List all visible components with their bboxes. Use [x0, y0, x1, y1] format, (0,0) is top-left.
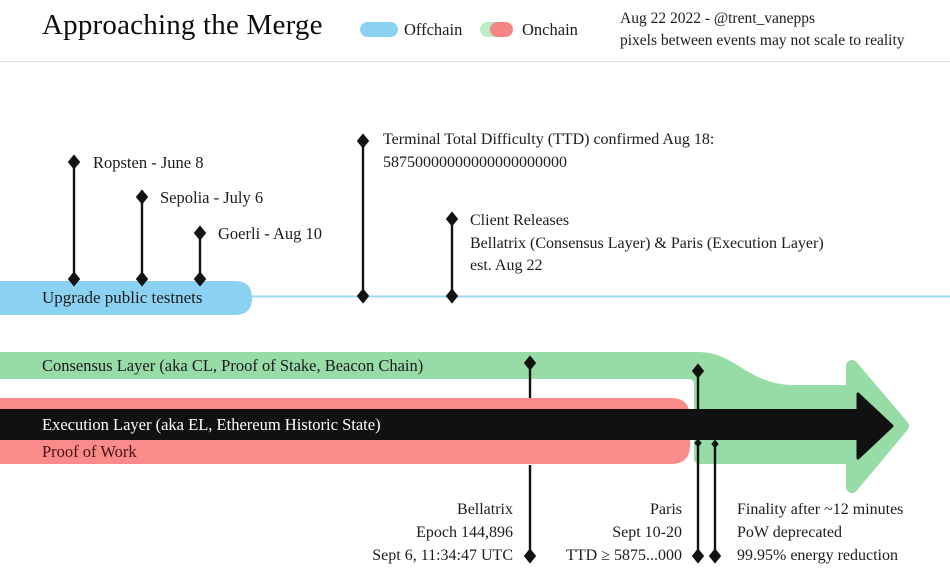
sepolia-diamond: [135, 189, 149, 205]
finality-line1: Finality after ~12 minutes: [737, 501, 904, 518]
header-note-line2: pixels between events may not scale to r…: [620, 32, 905, 49]
ttd-label-line1: Terminal Total Difficulty (TTD) confirme…: [383, 131, 715, 148]
execution-arrow-head: [856, 392, 894, 460]
page-title: Approaching the Merge: [42, 9, 323, 41]
client-timeline-diamond: [445, 288, 459, 304]
ttd-timeline-diamond: [356, 288, 370, 304]
execution-arrow-body: [0, 409, 858, 440]
pow-band-label: Proof of Work: [42, 442, 137, 461]
bellatrix-bottom-diamond: [523, 548, 537, 564]
offchain-legend-swatch: [360, 22, 398, 37]
onchain-legend-swatch-red: [490, 22, 513, 37]
paris-bottom-diamond: [691, 548, 705, 564]
ttd-label-line2: 58750000000000000000000: [383, 153, 567, 171]
header-divider: [0, 61, 950, 62]
finality-block: Finality after ~12 minutes PoW deprecate…: [737, 498, 903, 567]
testnet-band: [0, 281, 252, 315]
onchain-legend-label: Onchain: [522, 20, 578, 39]
ttd-diamond: [356, 133, 370, 149]
paris-line2: Sept 10-20: [612, 524, 682, 541]
execution-band-label: Execution Layer (aka EL, Ethereum Histor…: [42, 415, 381, 434]
testnet-band-label: Upgrade public testnets: [42, 288, 203, 307]
offchain-legend-label: Offchain: [404, 20, 463, 39]
goerli-diamond: [193, 225, 207, 241]
finality-line2: PoW deprecated: [737, 524, 842, 541]
goerli-label: Goerli - Aug 10: [218, 224, 323, 243]
event-connector-lines: [72, 146, 717, 551]
ropsten-label: Ropsten - June 8: [93, 153, 204, 172]
finality-line3: 99.95% energy reduction: [737, 547, 898, 564]
paris-block: Paris Sept 10-20 TTD ≥ 5875...000: [566, 498, 682, 567]
ttd-label-block: Terminal Total Difficulty (TTD) confirme…: [383, 129, 714, 174]
ropsten-diamond: [67, 154, 81, 170]
client-release-line3: est. Aug 22: [470, 257, 543, 274]
bellatrix-line3: Sept 6, 11:34:47 UTC: [372, 547, 513, 564]
sepolia-label: Sepolia - July 6: [160, 188, 264, 207]
paris-line1: Paris: [650, 501, 682, 518]
consensus-band-arrow-body: [0, 352, 856, 464]
finality-bottom-diamond: [708, 548, 722, 564]
client-release-block: Client Releases Bellatrix (Consensus Lay…: [470, 210, 824, 278]
client-release-line1: Client Releases: [470, 212, 570, 229]
client-release-diamond: [445, 211, 459, 227]
paris-line3: TTD ≥ 5875...000: [566, 547, 682, 564]
offchain-timeline-line: [249, 295, 950, 298]
bellatrix-line1: Bellatrix: [457, 501, 513, 518]
bellatrix-line2: Epoch 144,896: [416, 524, 513, 541]
bellatrix-block: Bellatrix Epoch 144,896 Sept 6, 11:34:47…: [372, 498, 513, 567]
client-release-line2: Bellatrix (Consensus Layer) & Paris (Exe…: [470, 234, 824, 252]
header-note-line1: Aug 22 2022 - @trent_vanepps: [620, 10, 816, 27]
consensus-band-label: Consensus Layer (aka CL, Proof of Stake,…: [42, 356, 424, 375]
